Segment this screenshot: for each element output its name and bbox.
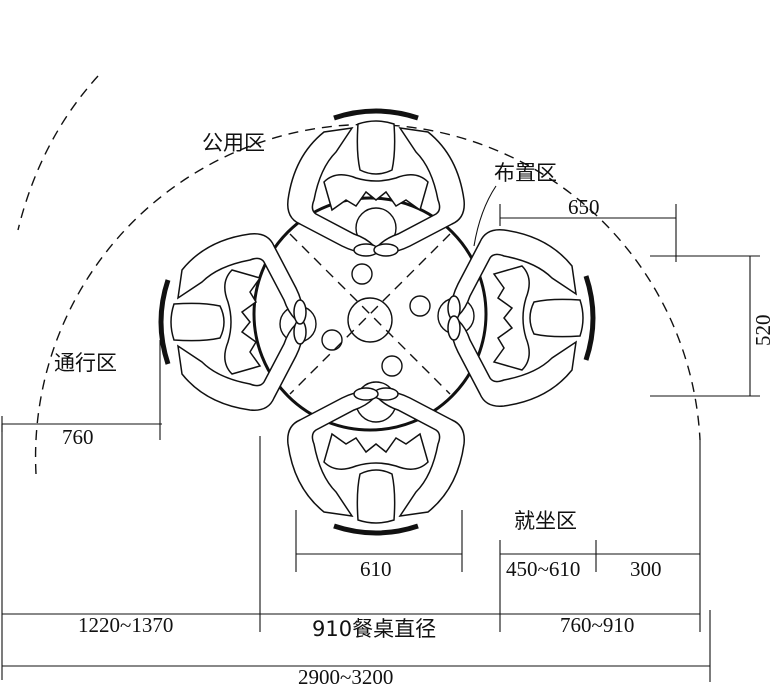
arrangement-leader bbox=[473, 185, 497, 247]
dim-1220-1370: 1220~1370 bbox=[78, 613, 173, 637]
dim-2900-3200: 2900~3200 bbox=[298, 665, 393, 685]
cup bbox=[381, 355, 403, 377]
dim-760-910: 760~910 bbox=[560, 613, 634, 637]
zone-label-public: 公用区 bbox=[202, 131, 265, 155]
clearance-arc-inner bbox=[17, 75, 99, 231]
dim-650: 650 bbox=[568, 195, 600, 219]
zone-label-passage: 通行区 bbox=[54, 351, 117, 375]
dim-450-610: 450~610 bbox=[506, 557, 580, 581]
zone-label-arrangement: 布置区 bbox=[494, 161, 557, 185]
dim-300: 300 bbox=[630, 557, 662, 581]
dim-610: 610 bbox=[360, 557, 392, 581]
dim-520: 520 bbox=[751, 315, 772, 347]
dim-table-diameter: 910餐桌直径 bbox=[312, 617, 436, 641]
cup bbox=[409, 295, 431, 317]
table-center-plate bbox=[347, 297, 393, 343]
dim-760: 760 bbox=[62, 425, 94, 449]
zone-label-seating: 就坐区 bbox=[514, 509, 577, 533]
table-diagonal bbox=[289, 233, 451, 395]
table-diagonal bbox=[289, 233, 451, 395]
cup bbox=[321, 329, 343, 351]
cup bbox=[351, 263, 373, 285]
